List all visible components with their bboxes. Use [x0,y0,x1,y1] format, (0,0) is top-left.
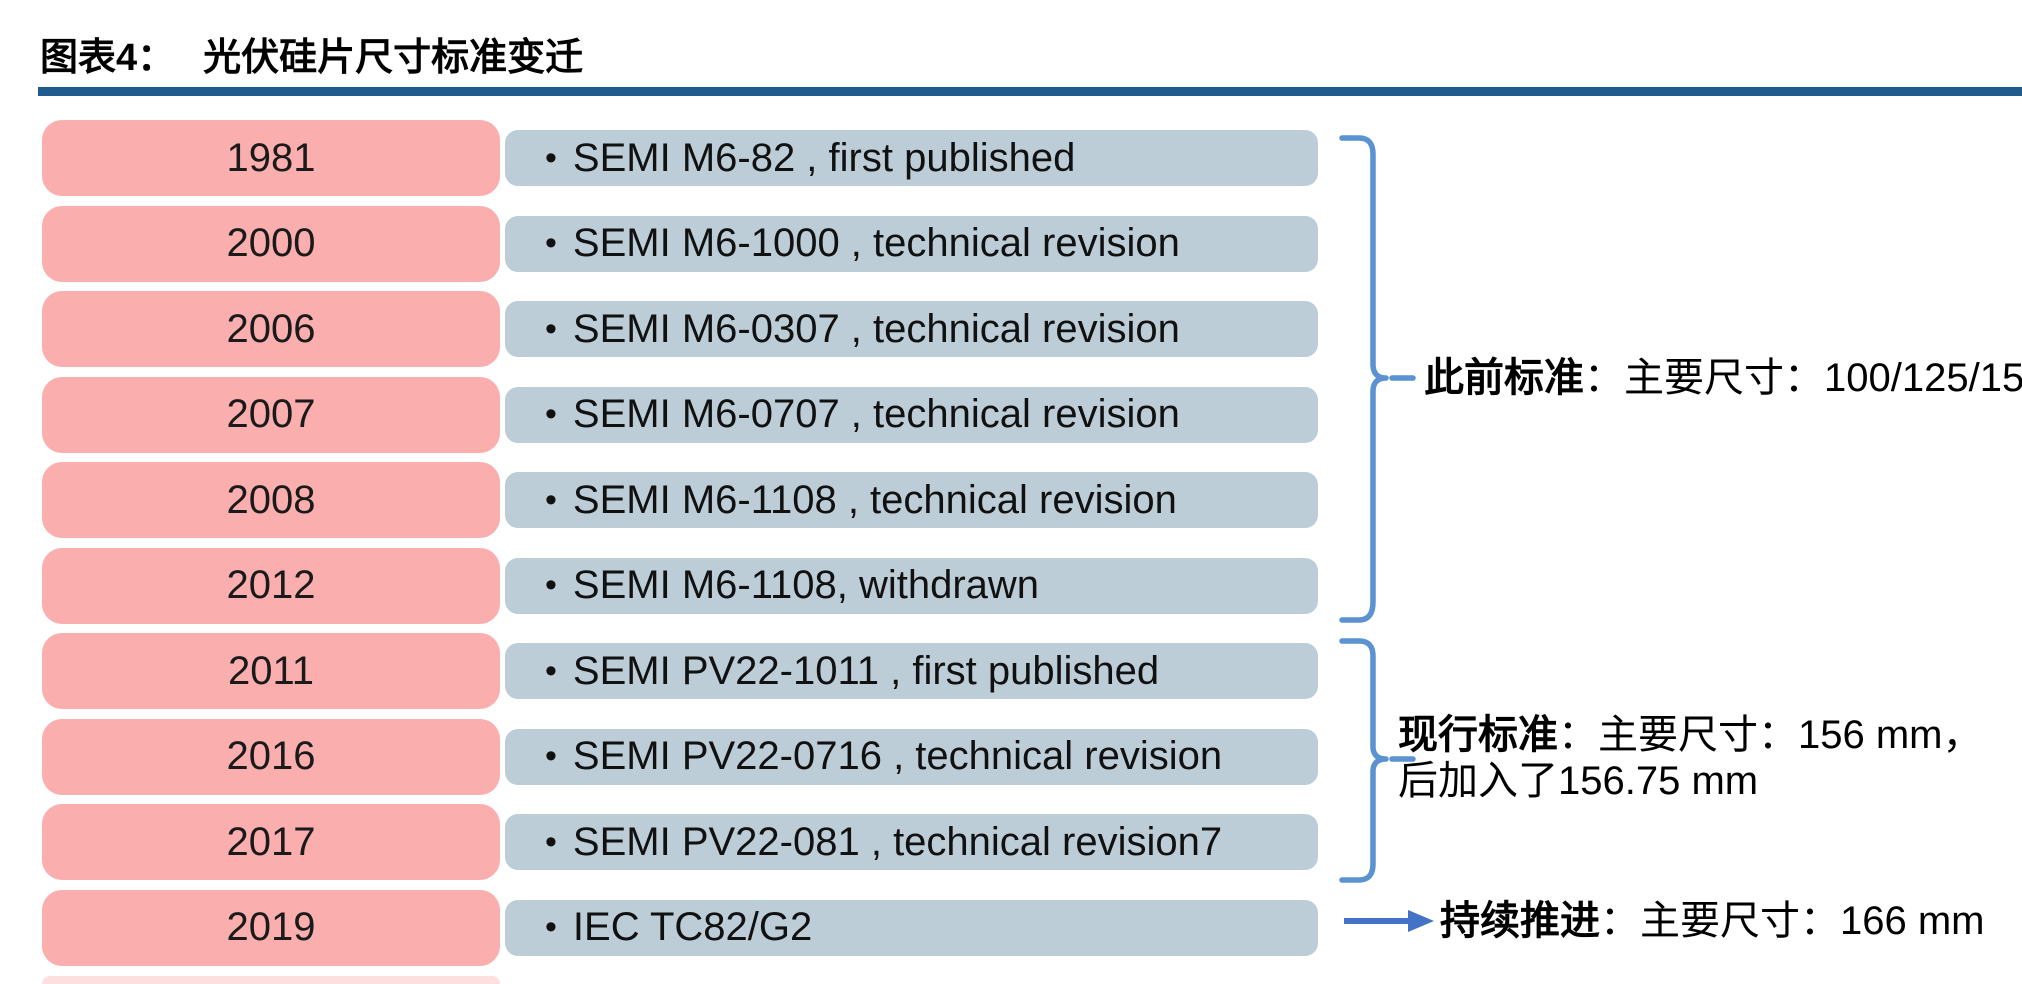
annotation-current-label: 现行标准 [1398,713,1558,757]
year-badge: 2017 [42,804,500,880]
timeline-row: 2000 • SEMI M6-1000 , technical revision [42,205,1318,282]
bracket-current-standards-icon [1339,638,1416,883]
figure-number: 图表4： [40,37,176,79]
title-divider-rule [38,87,2022,96]
bullet-icon: • [545,908,557,946]
bullet-icon: • [545,138,557,177]
event-box: • SEMI M6-0707 , technical revision [505,386,1318,443]
event-box: • SEMI PV22-1011 , first published [505,643,1318,699]
year-badge: 2008 [42,462,500,538]
year-badge: 2007 [42,376,500,453]
annotation-current-detail: ：主要尺寸：156 mm， [1558,713,1983,757]
annotation-ongoing-label: 持续推进 [1440,899,1600,943]
annotation-ongoing-detail: ：主要尺寸：166 mm [1600,899,1985,943]
bullet-icon: • [545,737,557,775]
year-badge: 2019 [42,889,500,966]
event-text: SEMI PV22-081 , technical revision7 [572,819,1223,864]
figure-title: 图表4： 光伏硅片尺寸标准变迁 [40,26,583,81]
event-text: IEC TC82/G2 [572,905,813,949]
bracket-previous-standards-icon [1339,135,1416,623]
annotation-previous-label: 此前标准 [1424,356,1584,400]
year-badge: 2000 [42,205,500,282]
event-box: • SEMI M6-1000 , technical revision [505,215,1318,272]
event-box: • IEC TC82/G2 [505,899,1318,956]
bullet-icon: • [545,566,557,604]
bullet-icon: • [545,395,557,433]
year-badge: 2012 [42,547,500,624]
timeline-row: 2016 • SEMI PV22-0716 , technical revisio… [42,718,1318,795]
bullet-icon: • [545,309,557,348]
bullet-icon: • [545,822,557,861]
event-text: SEMI M6-1108 , technical revision [572,477,1177,522]
event-box: • SEMI PV22-0716 , technical revision [505,728,1318,785]
timeline-row: 2019 • IEC TC82/G2 [42,889,1318,966]
event-text: SEMI M6-1108, withdrawn [572,563,1040,607]
event-text: SEMI PV22-1011 , first published [572,648,1160,693]
timeline-row: 2011 • SEMI PV22-1011 , first published [42,633,1318,709]
event-text: SEMI M6-82 , first published [572,135,1076,180]
event-box: • SEMI PV22-081 , technical revision7 [505,814,1318,870]
event-box: • SEMI M6-1108, withdrawn [505,557,1318,614]
event-text: SEMI M6-0707 , technical revision [572,392,1180,436]
event-box: • SEMI M6-1108 , technical revision [505,472,1318,528]
annotation-ongoing-push: 持续推进：主要尺寸：166 mm [1440,898,1985,944]
timeline-row: 2017 • SEMI PV22-081 , technical revision… [42,804,1318,880]
clipped-next-row [42,976,500,984]
event-box: • SEMI M6-82 , first published [505,130,1318,186]
year-badge: 2011 [42,633,500,709]
event-text: SEMI M6-0307 , technical revision [572,306,1180,351]
timeline-row: 2012 • SEMI M6-1108, withdrawn [42,547,1318,624]
bullet-icon: • [545,224,557,262]
annotation-current-line1: 现行标准：主要尺寸：156 mm， [1398,712,2022,758]
figure-title-text: 光伏硅片尺寸标准变迁 [203,37,584,79]
annotation-previous-detail: ：主要尺寸：100/125/150 [1584,356,2022,400]
bullet-icon: • [545,651,557,690]
bullet-icon: • [545,480,557,519]
event-box: • SEMI M6-0307 , technical revision [505,301,1318,357]
timeline-row: 1981 • SEMI M6-82 , first published [42,120,1318,196]
year-badge: 1981 [42,120,500,196]
year-badge: 2016 [42,718,500,795]
timeline: 1981 • SEMI M6-82 , first published 2000 … [42,120,1318,966]
event-text: SEMI PV22-0716 , technical revision [572,734,1223,778]
event-text: SEMI M6-1000 , technical revision [572,221,1180,265]
annotation-current-line2: 后加入了156.75 mm [1398,759,1759,803]
arrow-right-icon [1344,910,1434,932]
annotation-current-standard: 现行标准：主要尺寸：156 mm， 后加入了156.75 mm [1398,712,2022,804]
year-badge: 2006 [42,291,500,367]
timeline-row: 2008 • SEMI M6-1108 , technical revision [42,462,1318,538]
timeline-row: 2006 • SEMI M6-0307 , technical revision [42,291,1318,367]
timeline-row: 2007 • SEMI M6-0707 , technical revision [42,376,1318,453]
annotation-previous-standard: 此前标准：主要尺寸：100/125/150 [1424,355,2022,401]
